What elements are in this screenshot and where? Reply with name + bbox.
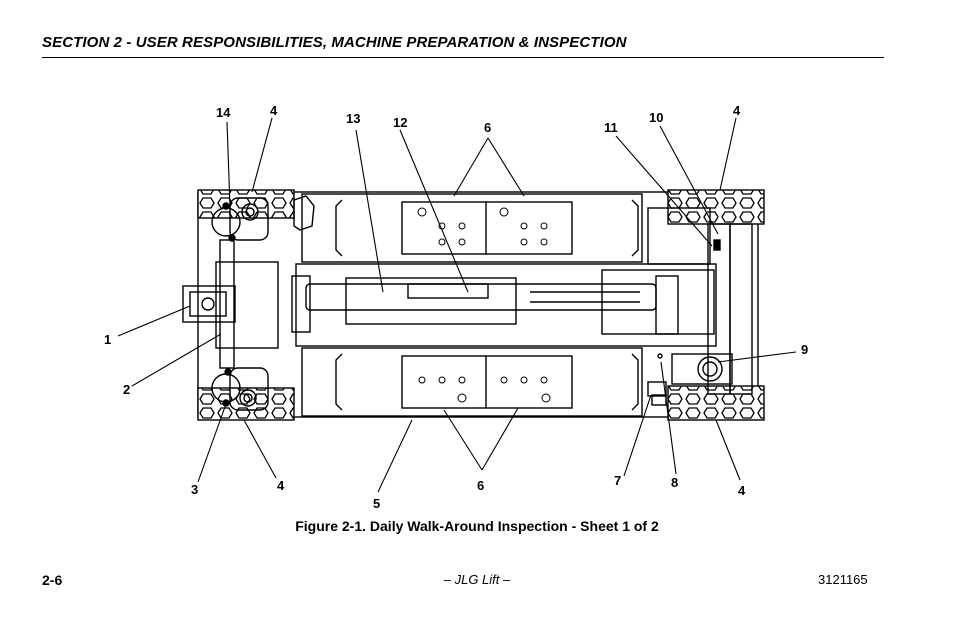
lift-pot-hole-protector — [182, 285, 236, 323]
chassis-outline — [197, 191, 759, 418]
figure-caption: Figure 2-1. Daily Walk-Around Inspection… — [295, 518, 659, 534]
cylinder-mount — [291, 275, 311, 333]
hub-front-right — [211, 367, 269, 411]
callout-13: 13 — [346, 111, 360, 126]
callout-4-top-right: 4 — [733, 103, 741, 118]
page-number: 2-6 — [42, 572, 63, 588]
callout-2: 2 — [123, 382, 130, 397]
callout-9: 9 — [801, 342, 808, 357]
section-header: SECTION 2 - USER RESPONSIBILITIES, MACHI… — [42, 34, 627, 51]
callout-5: 5 — [373, 496, 380, 511]
callout-3: 3 — [191, 482, 198, 497]
center-frame — [295, 263, 717, 347]
callout-8: 8 — [671, 475, 678, 490]
batteries-bottom — [401, 355, 573, 409]
document-number: 3121165 — [818, 572, 868, 587]
callout-6-bottom: 6 — [477, 478, 484, 493]
callout-10: 10 — [649, 110, 663, 125]
battery-terminals — [417, 207, 551, 403]
battery-tray-top — [301, 193, 643, 263]
callout-4-bottom-right: 4 — [738, 483, 746, 498]
charger-plug — [697, 356, 723, 382]
callout-4-top-left: 4 — [270, 103, 278, 118]
ground-control-box — [647, 381, 667, 397]
callout-14: 14 — [216, 105, 231, 120]
tie-rod — [219, 239, 235, 369]
battery-tray-bottom — [301, 347, 643, 417]
callout-6-top: 6 — [484, 120, 491, 135]
callout-4-bottom-left: 4 — [277, 478, 285, 493]
callout-11: 11 — [604, 120, 618, 135]
cylinder-body — [345, 277, 517, 325]
tire-rear-left — [667, 189, 765, 225]
tire-rear-right — [667, 385, 765, 421]
front-frame — [215, 261, 279, 349]
tire-front-right — [197, 387, 295, 421]
callout-12: 12 — [393, 115, 407, 130]
footer-publisher: – JLG Lift – — [443, 572, 511, 587]
header-rule — [42, 57, 884, 58]
charger-plug-area — [671, 353, 733, 385]
callout-1: 1 — [104, 332, 111, 347]
batteries-top — [401, 201, 573, 255]
lift-cylinder — [305, 283, 657, 311]
callout-7: 7 — [614, 473, 621, 488]
leader-lines — [117, 117, 797, 493]
fender-bracket — [293, 195, 315, 231]
